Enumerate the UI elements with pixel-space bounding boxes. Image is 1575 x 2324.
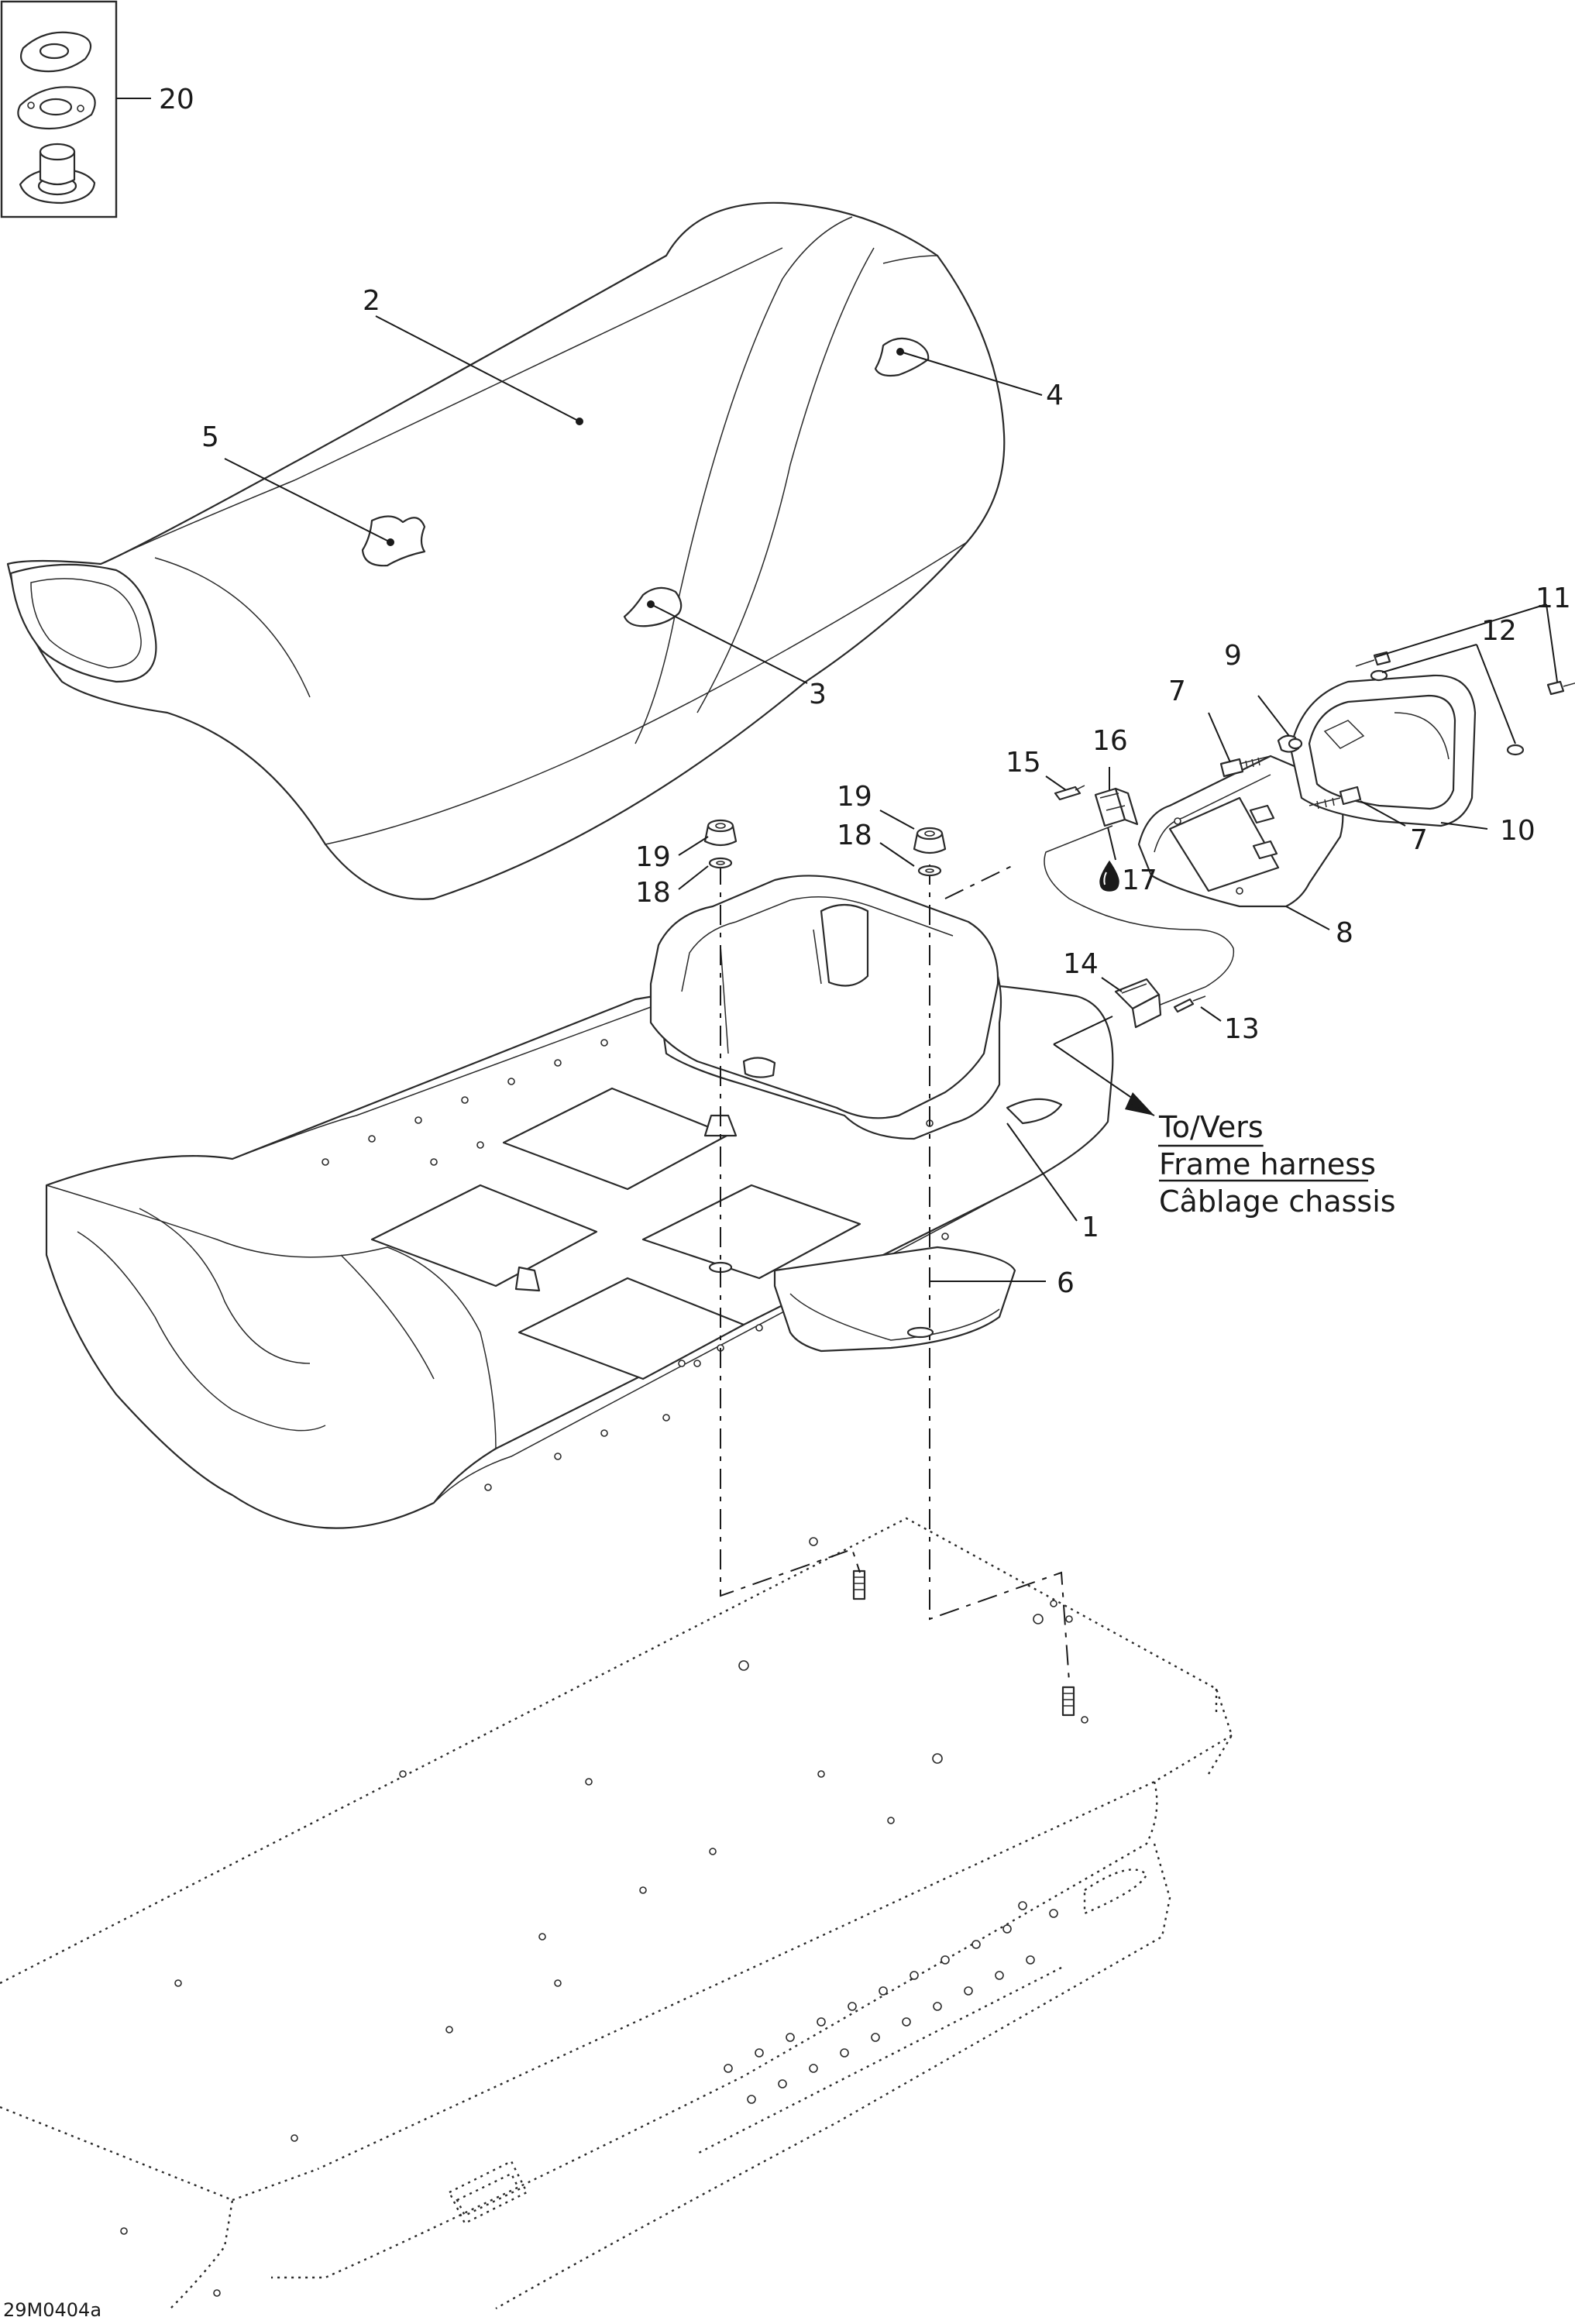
callout-1: 1	[1082, 1212, 1099, 1243]
callout-6: 6	[1057, 1267, 1075, 1299]
screw-11-upper	[1355, 651, 1391, 667]
note-line-3: Câblage chassis	[1159, 1184, 1396, 1219]
callout-7-upper: 7	[1168, 676, 1186, 707]
callout-19-left: 19	[635, 841, 671, 873]
leader-7a	[1208, 712, 1231, 763]
leader-19a	[678, 836, 709, 856]
chassis-tunnel	[0, 1517, 1233, 2310]
screw-11-lower	[1546, 680, 1575, 696]
bulb-9	[1277, 734, 1303, 753]
callout-4: 4	[1046, 380, 1064, 411]
callout-3: 3	[809, 679, 827, 710]
inset-box-part-20	[0, 0, 118, 218]
callout-13: 13	[1224, 1013, 1260, 1045]
taillight-housing	[1137, 755, 1344, 908]
leader-10	[1440, 822, 1488, 830]
wire-harness	[1044, 825, 1235, 1008]
leader-19b	[879, 810, 915, 830]
tunnel-perforations	[724, 1901, 1058, 2104]
connector-16	[1094, 787, 1139, 827]
leader-7b	[1360, 800, 1406, 827]
leader-17	[1107, 827, 1116, 861]
leader-2	[375, 315, 580, 422]
washer-12-upper	[1370, 669, 1388, 682]
callout-19-right: 19	[837, 781, 872, 813]
callout-11: 11	[1535, 583, 1571, 614]
seat-base-tray	[45, 875, 1114, 1529]
leader-9	[1257, 695, 1290, 737]
callout-18-right: 18	[837, 820, 872, 851]
leader-12-lower	[1476, 644, 1516, 744]
leader-8	[1285, 906, 1330, 930]
terminal-15	[1054, 785, 1085, 801]
drop-icon	[1099, 860, 1119, 892]
leader-12-upper	[1381, 644, 1477, 673]
callout-7-lower: 7	[1410, 824, 1428, 856]
leader-1	[1006, 1122, 1078, 1222]
callout-18-left: 18	[635, 877, 671, 909]
leader-18a	[678, 865, 709, 890]
harness-route-arrow	[1053, 1016, 1155, 1116]
diagram-code: 29M0404a	[3, 2299, 101, 2321]
washer-12-lower	[1506, 744, 1525, 756]
leader-4	[899, 351, 1043, 396]
callout-8: 8	[1336, 917, 1353, 949]
leader-11-lower	[1546, 603, 1558, 682]
callout-10: 10	[1500, 815, 1535, 847]
callout-17: 17	[1122, 865, 1157, 896]
leader-13	[1200, 1006, 1222, 1022]
screw-7-lower	[1308, 786, 1362, 810]
callout-15: 15	[1006, 747, 1041, 779]
leader-5	[224, 458, 391, 543]
callout-5: 5	[201, 421, 219, 453]
nut-washer-left	[703, 819, 738, 869]
assembly-center-lines	[720, 864, 1070, 1682]
nut-washer-right	[913, 827, 947, 877]
tunnel-rivets	[120, 1537, 1088, 2297]
leader-11-upper	[1375, 603, 1547, 658]
callout-labels: 20 2 4 5 3 11 12 9 7 16 15 7 10 17 19 18…	[159, 84, 1571, 1299]
note-line-2: Frame harness	[1159, 1147, 1376, 1181]
leader-14	[1101, 977, 1123, 992]
leader-18b	[879, 842, 915, 867]
seat-label-4	[874, 337, 930, 377]
note-line-1: To/Vers	[1158, 1110, 1264, 1144]
callout-14: 14	[1063, 948, 1099, 980]
taillight-lens	[1289, 674, 1477, 827]
leader-3	[650, 603, 808, 684]
callout-2: 2	[363, 285, 380, 317]
screw-7-upper	[1219, 755, 1271, 778]
connector-14	[1114, 978, 1162, 1029]
under-panel	[773, 1246, 1016, 1353]
pin-13	[1173, 995, 1206, 1013]
callout-20: 20	[159, 84, 194, 115]
callout-9: 9	[1224, 640, 1242, 672]
callout-12: 12	[1481, 615, 1517, 647]
callout-16: 16	[1092, 725, 1128, 757]
leader-15	[1045, 775, 1067, 791]
routing-note: To/Vers Frame harness Câblage chassis	[1158, 1110, 1396, 1219]
